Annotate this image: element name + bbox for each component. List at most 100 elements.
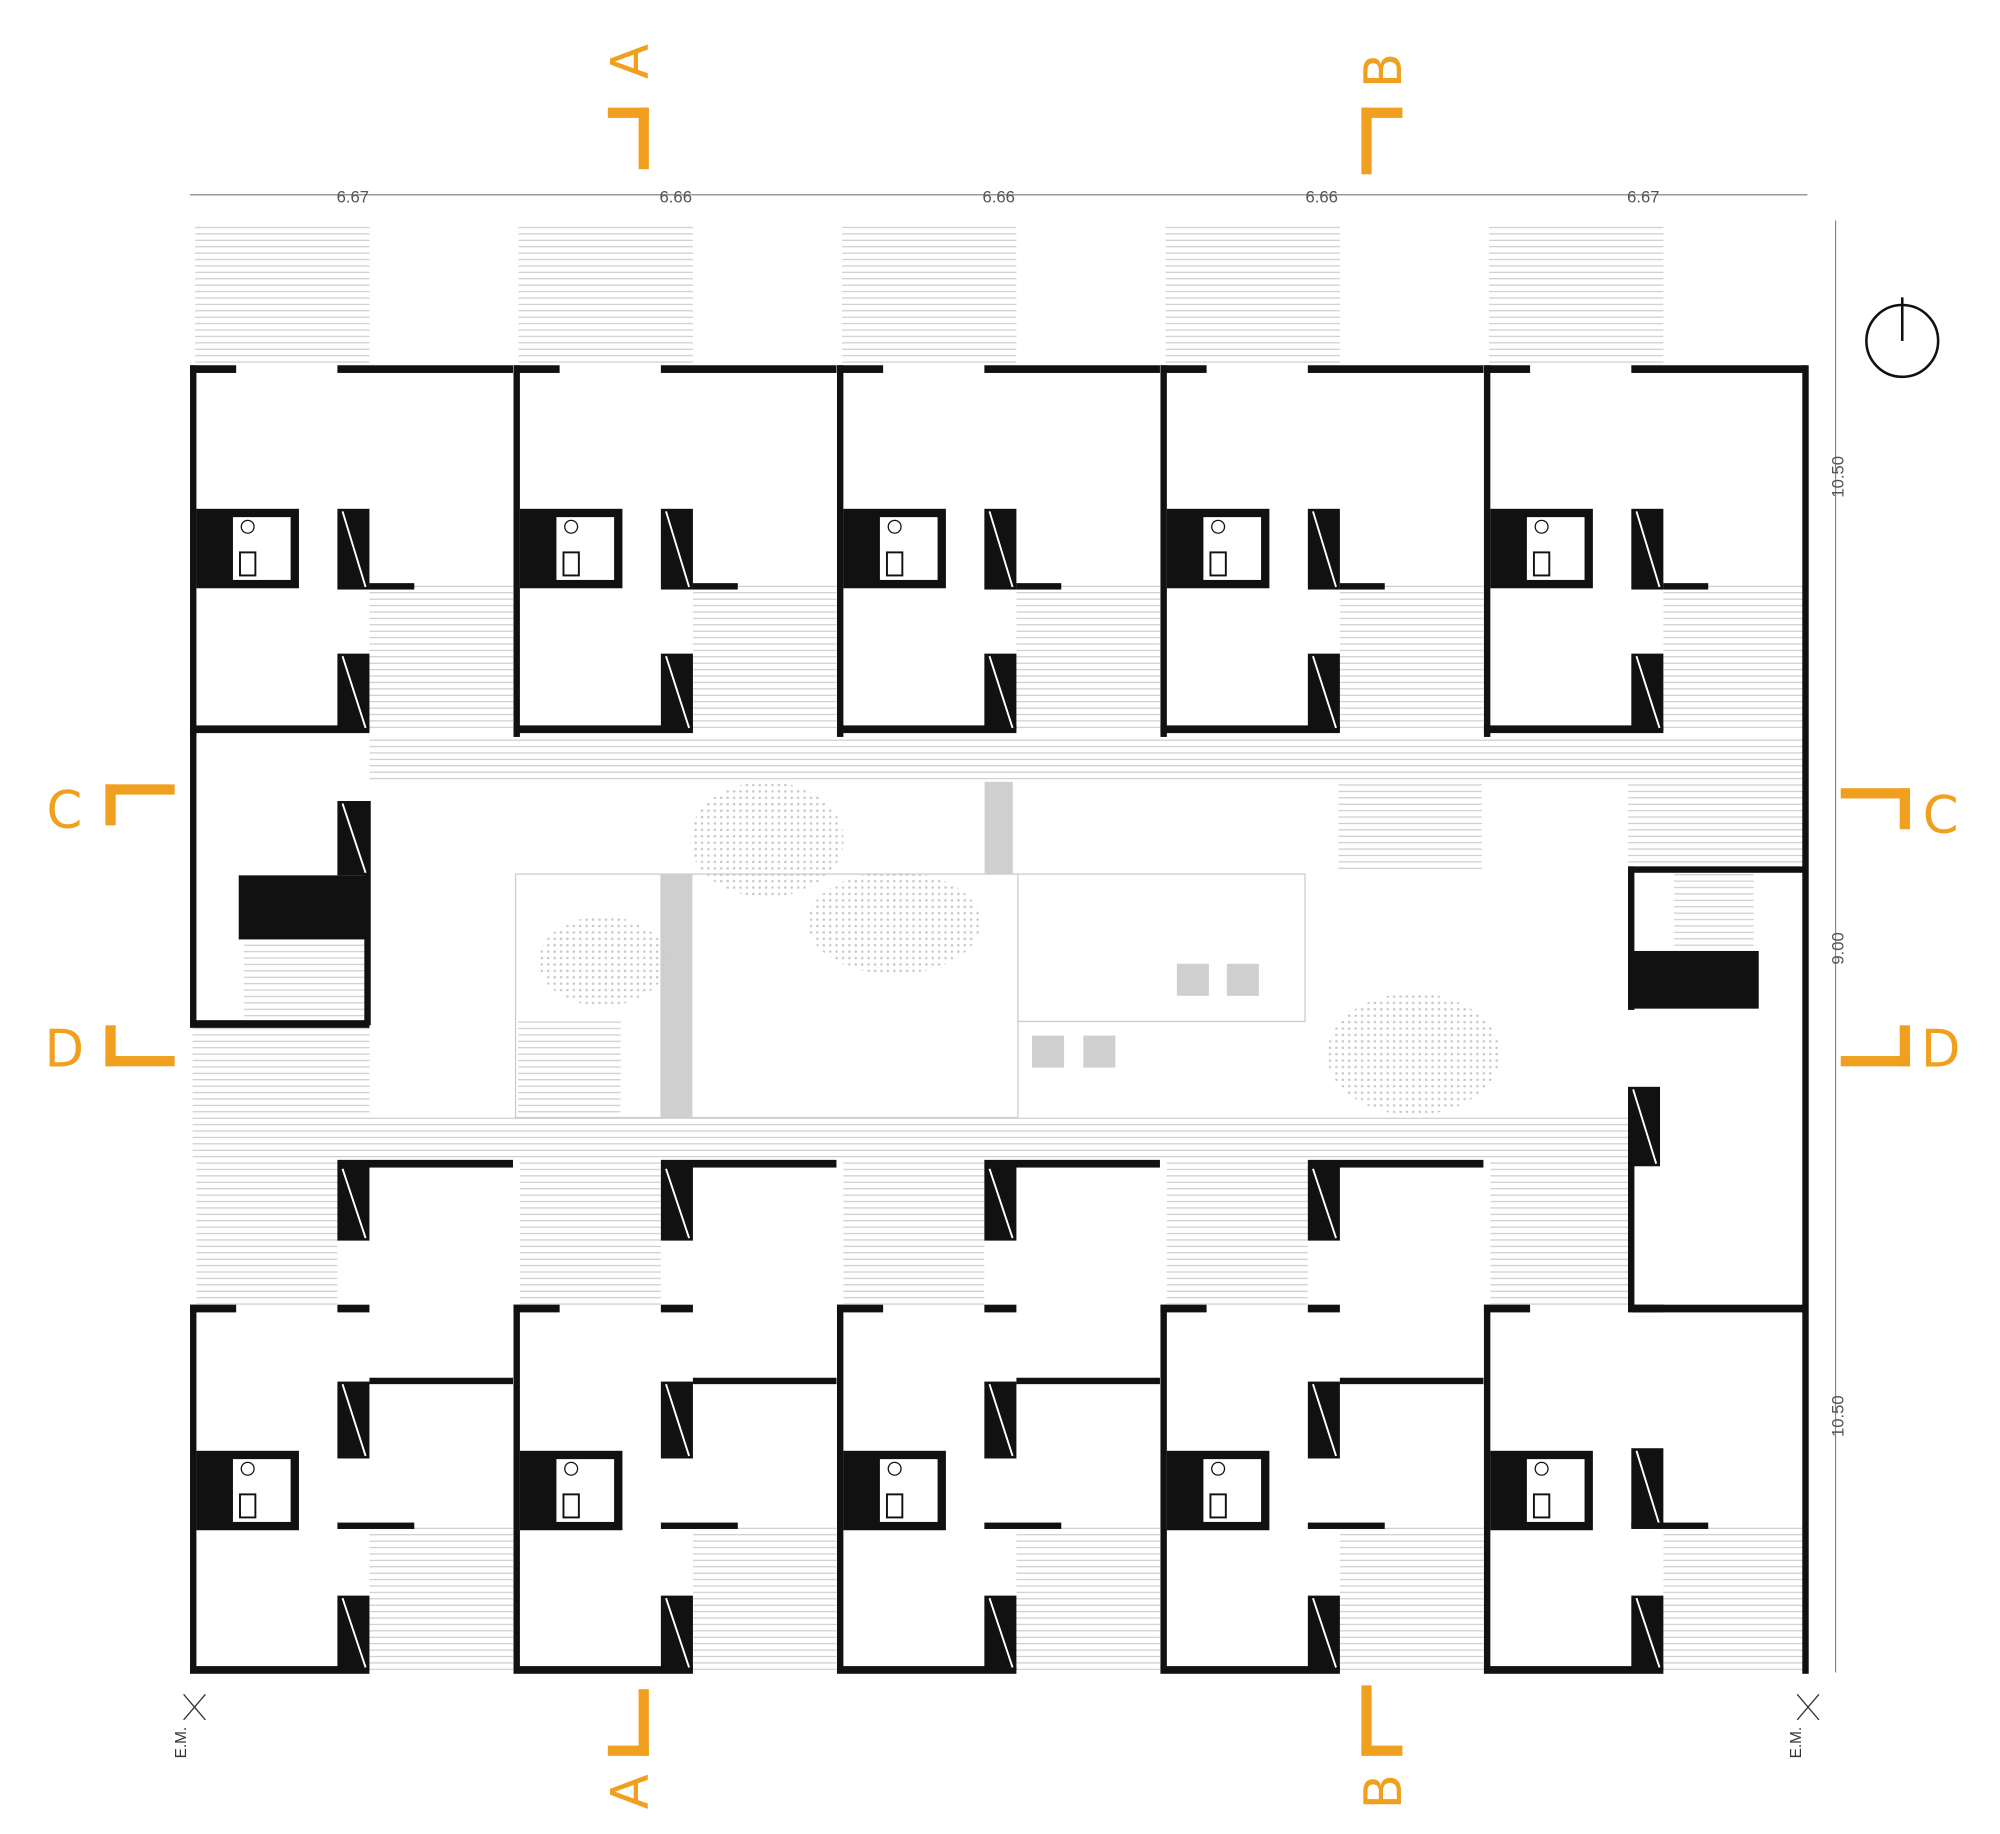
terrace xyxy=(369,1525,513,1673)
section-marker-b-top xyxy=(1361,107,1403,118)
section-markers xyxy=(105,107,1910,1756)
wall xyxy=(364,801,371,1026)
terrace xyxy=(1339,583,1484,731)
wall xyxy=(1339,1377,1484,1385)
wall xyxy=(337,365,513,373)
porch-top xyxy=(195,224,370,366)
sink-icon xyxy=(564,1461,579,1476)
porch-top xyxy=(842,224,1017,366)
wall xyxy=(1016,583,1062,590)
closet-door-line xyxy=(341,1597,367,1668)
corridor-east xyxy=(1627,736,1805,866)
closet-door-line xyxy=(665,1168,690,1239)
wall xyxy=(1627,866,1808,873)
closet-door-line xyxy=(341,1383,367,1457)
wall xyxy=(337,1522,415,1529)
section-marker-d-left-stem xyxy=(105,1025,116,1067)
wall xyxy=(369,1377,513,1385)
section-label-d-right: D xyxy=(1921,1019,1960,1079)
section-marker-a-bottom xyxy=(607,1745,649,1756)
sink-icon xyxy=(240,1461,255,1476)
wall xyxy=(1307,1159,1484,1168)
wall xyxy=(190,1304,237,1313)
wall xyxy=(190,725,370,734)
porch-top xyxy=(518,224,693,366)
section-label-b-top: B xyxy=(1354,53,1414,88)
wall xyxy=(1160,365,1207,373)
terrace xyxy=(1663,1525,1807,1673)
porch-bottom xyxy=(843,1159,985,1308)
plan-background xyxy=(192,224,1807,1673)
planter xyxy=(660,874,693,1118)
section-marker-d-left xyxy=(105,1056,175,1067)
tree-canopy xyxy=(538,916,667,1007)
planter xyxy=(984,781,1013,875)
wall xyxy=(836,1666,1017,1674)
wall xyxy=(513,365,560,373)
closet-door-line xyxy=(988,1168,1014,1239)
walls xyxy=(190,365,1809,1674)
closet-door-line xyxy=(665,1383,690,1457)
wall xyxy=(1160,1304,1167,1673)
wall xyxy=(513,365,520,737)
toilet-icon xyxy=(1532,551,1551,577)
closet-door-line xyxy=(1635,511,1661,588)
terrace xyxy=(692,583,837,731)
bathroom-fixtures xyxy=(1202,1457,1263,1524)
wall xyxy=(190,365,197,737)
dimension-label: 6.67 xyxy=(1627,187,1659,206)
section-marker-c-right-stem xyxy=(1899,788,1910,830)
bathroom-fixtures xyxy=(1202,515,1263,582)
closet-door-line xyxy=(665,655,690,729)
wall xyxy=(660,365,837,373)
wall xyxy=(1483,1304,1491,1673)
toilet-icon xyxy=(1532,1493,1551,1519)
wall xyxy=(513,1304,560,1313)
closet-door-line xyxy=(988,511,1014,588)
wall xyxy=(337,1159,513,1168)
sink-icon xyxy=(1211,1461,1226,1476)
corridor-south xyxy=(369,1117,1628,1160)
wall xyxy=(1160,725,1340,734)
porch-bottom xyxy=(196,1159,338,1308)
dimension-label: 10.50 xyxy=(1828,456,1847,498)
em-label-right: E.M. xyxy=(1788,1727,1805,1759)
wall xyxy=(190,1666,370,1674)
bathroom-fixtures xyxy=(878,515,939,582)
terrace xyxy=(1663,583,1807,731)
section-marker-b-top-stem xyxy=(1361,107,1372,175)
section-marker-d-right xyxy=(1840,1056,1910,1067)
closet-door-line xyxy=(341,803,367,874)
wall xyxy=(1627,866,1635,1010)
toilet-icon xyxy=(1209,1493,1227,1519)
wall xyxy=(1160,1666,1340,1674)
wall xyxy=(190,730,197,1026)
wall xyxy=(836,1304,884,1313)
sink-icon xyxy=(1534,519,1549,534)
stair-courtyard xyxy=(1338,781,1482,875)
courtyard-patio xyxy=(1017,873,1306,1023)
axis-cross-icon xyxy=(183,1693,1820,1721)
dimension-label: 6.67 xyxy=(337,187,369,206)
wall xyxy=(984,1304,1017,1313)
wall xyxy=(513,725,693,734)
toilet-icon xyxy=(239,1493,257,1519)
seat-block xyxy=(1032,1035,1065,1068)
wall xyxy=(1483,1304,1531,1313)
wall xyxy=(1160,365,1167,737)
closet-door-line xyxy=(1312,1383,1337,1457)
tree-canopy xyxy=(807,871,981,975)
section-marker-d-right-stem xyxy=(1899,1025,1910,1067)
closet-door-line xyxy=(665,1597,690,1668)
wall xyxy=(836,725,1017,734)
sink-icon xyxy=(1211,519,1226,534)
closet-door-line xyxy=(1312,1597,1337,1668)
wall xyxy=(1663,583,1709,590)
tree-canopy xyxy=(1326,993,1500,1116)
toilet-icon xyxy=(885,551,904,577)
section-label-a-top: A xyxy=(601,44,661,79)
wall xyxy=(513,1666,693,1674)
wall xyxy=(1160,1304,1207,1313)
wall xyxy=(984,1159,1160,1168)
dimension-label: 10.50 xyxy=(1828,1395,1847,1437)
